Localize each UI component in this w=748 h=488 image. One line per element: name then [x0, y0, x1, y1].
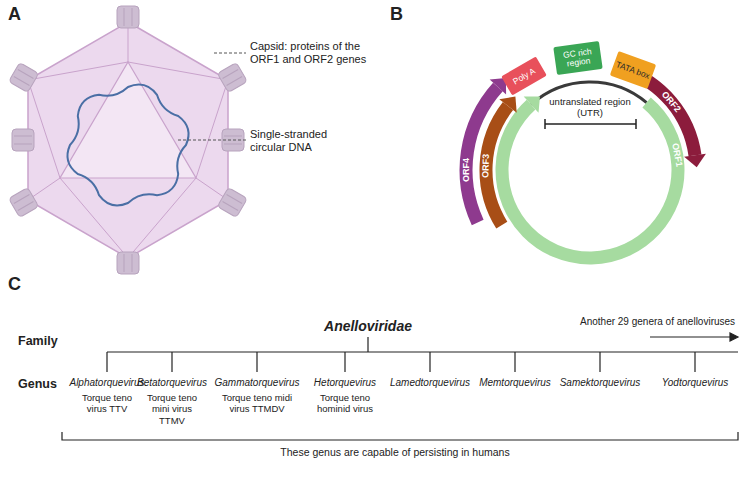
virus-name: Torque teno virus TTV — [81, 392, 133, 415]
bracket-note: These genus are capable of persisting in… — [195, 446, 595, 459]
genus-name: Yodtorquevirus — [647, 377, 743, 389]
region-box: GC rich region — [553, 41, 602, 75]
gene-label: ORF3 — [480, 154, 492, 178]
family-name: Anelloviridae — [298, 318, 438, 335]
panel-letter: B — [390, 4, 414, 26]
promoter-box: TATA box — [610, 51, 656, 89]
box-text: TATA box — [615, 60, 651, 81]
virus-name: Torque teno hominid virus — [311, 392, 379, 415]
capsid-illustration — [9, 6, 248, 274]
genus-name: Hetorquevirus — [297, 377, 393, 389]
genus-name: Memtorquevirus — [467, 377, 563, 389]
genus-name: Betatorquevirus — [124, 377, 220, 389]
virus-name: Torque teno mini virus TTMV — [143, 392, 201, 426]
rank-label: Family — [18, 334, 88, 349]
genus-name: Gammatorquevirus — [209, 377, 305, 389]
box-text: GC rich region — [554, 46, 602, 70]
callout-text: Capsid: proteins of the ORF1 and ORF2 ge… — [250, 40, 386, 66]
callout-text: Single-stranded circular DNA — [250, 128, 350, 154]
virus-name: Torque teno midi virus TTMDV — [216, 392, 298, 415]
genome-map — [466, 69, 706, 258]
note-text: Another 29 genera of anelloviruses — [580, 316, 745, 328]
taxonomy-tree — [62, 333, 738, 440]
panel-letter: C — [8, 274, 32, 296]
signal-box: Poly A — [501, 56, 547, 95]
panel-letter: A — [8, 4, 32, 26]
gene-label: ORF4 — [461, 158, 472, 182]
box-text: Poly A — [511, 66, 536, 86]
genus-name: Samektorquevirus — [552, 377, 648, 389]
region-label: untranslated region (UTR) — [538, 96, 642, 119]
genus-name: Lamedtorquevirus — [382, 377, 478, 389]
